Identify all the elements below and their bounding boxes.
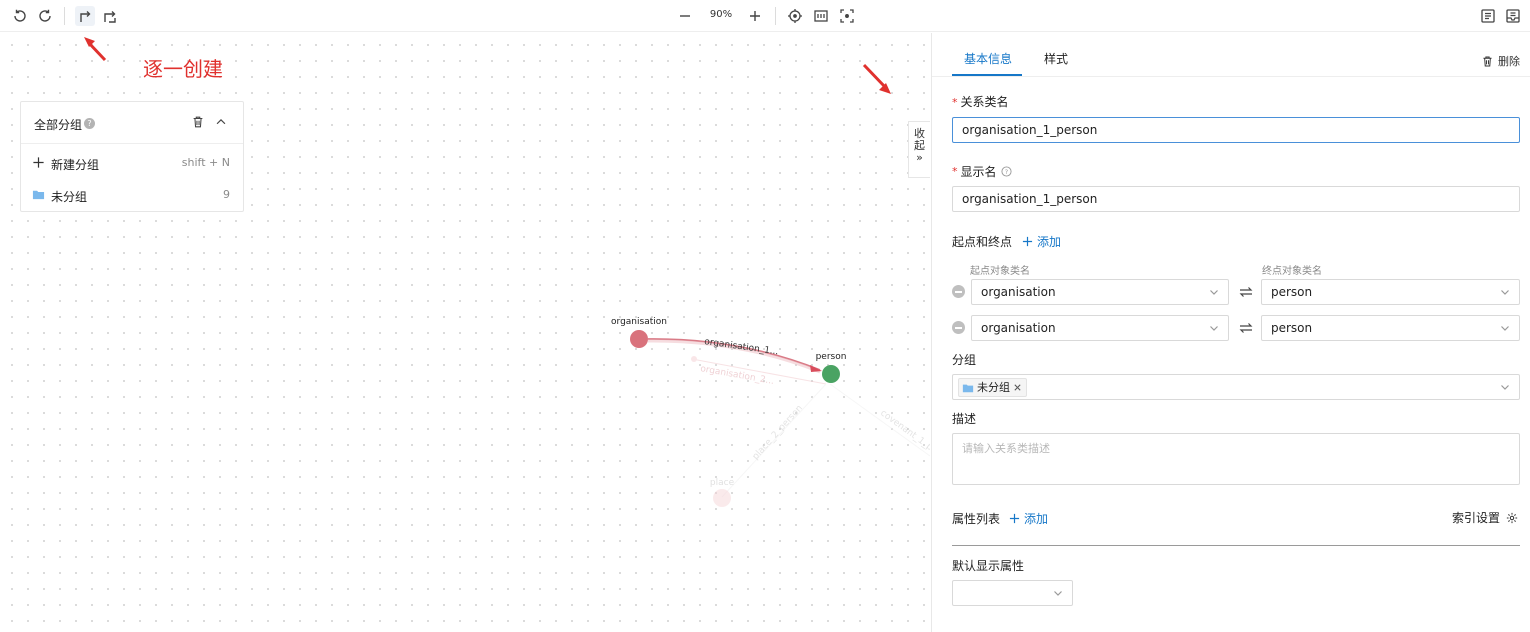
default-display-select[interactable] xyxy=(952,580,1073,606)
new-group-shortcut: shift + N xyxy=(181,156,230,169)
plus-icon xyxy=(32,156,46,170)
annotation-label: 逐一创建 xyxy=(143,57,223,81)
node-label: organisation xyxy=(611,317,667,327)
trash-icon[interactable] xyxy=(191,115,207,131)
close-icon[interactable] xyxy=(1013,383,1022,392)
chevron-down-icon xyxy=(1210,290,1218,295)
create-one-by-one-icon[interactable] xyxy=(75,6,95,26)
annotation-arrow-toolbar xyxy=(84,37,107,62)
tab-basic-info[interactable]: 基本信息 xyxy=(964,52,1013,66)
end-object-value: person xyxy=(1271,321,1313,335)
batch-create-icon[interactable] xyxy=(100,6,120,26)
faded-node xyxy=(691,356,697,362)
zoom-in-icon[interactable] xyxy=(745,6,765,26)
collapse-text: 收 xyxy=(914,127,925,140)
remove-endpoint-button[interactable] xyxy=(952,321,965,334)
group-item-label: 未分组 xyxy=(51,190,88,204)
folder-icon xyxy=(962,384,974,392)
end-object-select[interactable]: person xyxy=(1261,315,1520,341)
chevron-down-icon xyxy=(1501,290,1509,295)
section-divider xyxy=(952,545,1520,546)
start-object-value: organisation xyxy=(981,321,1056,335)
node-label: person xyxy=(816,352,847,362)
add-property-button[interactable]: 添加 xyxy=(1009,510,1048,527)
group-panel: 全部分组 ? 新建分组 shift + N 未分组 9 xyxy=(20,101,244,212)
delete-button[interactable]: 删除 xyxy=(1481,53,1520,69)
chevron-down-icon xyxy=(1210,326,1218,331)
fit-view-icon[interactable] xyxy=(837,6,857,26)
annotation-arrow-panel xyxy=(862,63,891,94)
property-panel: 基本信息 样式 删除 *关系类名 organisation_1_person *… xyxy=(931,33,1530,632)
end-col-label: 终点对象类名 xyxy=(1262,266,1322,277)
start-object-select[interactable]: organisation xyxy=(971,315,1229,341)
relation-name-label: *关系类名 xyxy=(952,95,1009,109)
redo-icon[interactable] xyxy=(35,6,55,26)
start-object-select[interactable]: organisation xyxy=(971,279,1229,305)
undo-icon[interactable] xyxy=(10,6,30,26)
locate-center-icon[interactable] xyxy=(785,6,805,26)
collapse-panel-button[interactable]: 收 起 » xyxy=(908,121,930,178)
default-display-label: 默认显示属性 xyxy=(952,559,1025,573)
group-tag-label: 未分组 xyxy=(977,381,1010,394)
display-name-label: *显示名 ? xyxy=(952,163,1012,180)
zoom-out-icon[interactable] xyxy=(675,6,695,26)
description-textarea[interactable]: 请输入关系类描述 xyxy=(952,433,1520,485)
group-panel-title: 全部分组 xyxy=(34,118,83,132)
panel-tabs: 基本信息 样式 删除 xyxy=(932,33,1530,77)
fit-width-icon[interactable] xyxy=(811,6,831,26)
group-select[interactable]: 未分组 xyxy=(952,374,1520,400)
new-group-label: 新建分组 xyxy=(51,158,100,172)
properties-label: 属性列表 xyxy=(952,512,1001,526)
group-item-count: 9 xyxy=(223,188,230,201)
top-toolbar: 90% xyxy=(0,0,1530,32)
add-endpoint-button[interactable]: 添加 xyxy=(1022,233,1061,250)
end-object-value: person xyxy=(1271,285,1313,299)
svg-text:?: ? xyxy=(1004,168,1007,176)
description-label: 描述 xyxy=(952,412,977,426)
tab-style[interactable]: 样式 xyxy=(1044,52,1069,66)
remove-endpoint-button[interactable] xyxy=(952,285,965,298)
toolbar-divider xyxy=(64,7,65,25)
node-place[interactable]: place xyxy=(710,478,735,507)
help-icon[interactable]: ? xyxy=(1000,166,1012,177)
toolbar-divider xyxy=(775,7,776,25)
zoom-level: 90% xyxy=(709,9,733,20)
folder-icon xyxy=(32,188,46,202)
chevron-up-icon[interactable] xyxy=(214,115,230,131)
swap-icon[interactable] xyxy=(1238,284,1254,300)
double-chevron-right-icon: » xyxy=(916,151,923,164)
group-item-ungrouped[interactable]: 未分组 9 xyxy=(21,181,243,209)
node-organisation[interactable]: organisation xyxy=(611,317,667,348)
group-label: 分组 xyxy=(952,353,977,367)
chevron-down-icon xyxy=(1501,385,1509,390)
start-object-value: organisation xyxy=(981,285,1056,299)
chevron-down-icon xyxy=(1054,591,1062,596)
swap-icon[interactable] xyxy=(1238,320,1254,336)
start-col-label: 起点对象类名 xyxy=(970,266,1030,277)
add-label: 添加 xyxy=(1024,512,1049,526)
collapse-text: 起 xyxy=(914,139,925,152)
help-icon[interactable]: ? xyxy=(84,118,95,129)
index-settings-label: 索引设置 xyxy=(1451,511,1500,525)
list-view-icon[interactable] xyxy=(1478,6,1498,26)
export-icon[interactable] xyxy=(1503,6,1523,26)
gear-icon xyxy=(1506,512,1518,523)
chevron-down-icon xyxy=(1501,326,1509,331)
active-tab-indicator xyxy=(952,74,1022,76)
display-name-input[interactable]: organisation_1_person xyxy=(952,186,1520,212)
index-settings-button[interactable]: 索引设置 xyxy=(1452,509,1518,526)
new-group-button[interactable]: 新建分组 shift + N xyxy=(21,149,243,177)
delete-label: 删除 xyxy=(1498,55,1520,68)
endpoints-label: 起点和终点 xyxy=(952,235,1013,249)
plus-icon xyxy=(1022,236,1033,247)
relation-name-input[interactable]: organisation_1_person xyxy=(952,117,1520,143)
group-tag: 未分组 xyxy=(958,378,1027,397)
trash-icon xyxy=(1483,56,1492,66)
node-label: place xyxy=(710,478,735,488)
plus-icon xyxy=(1009,513,1020,524)
node-person[interactable]: person xyxy=(816,352,847,383)
add-label: 添加 xyxy=(1037,235,1062,249)
group-panel-header: 全部分组 ? xyxy=(21,102,243,144)
end-object-select[interactable]: person xyxy=(1261,279,1520,305)
